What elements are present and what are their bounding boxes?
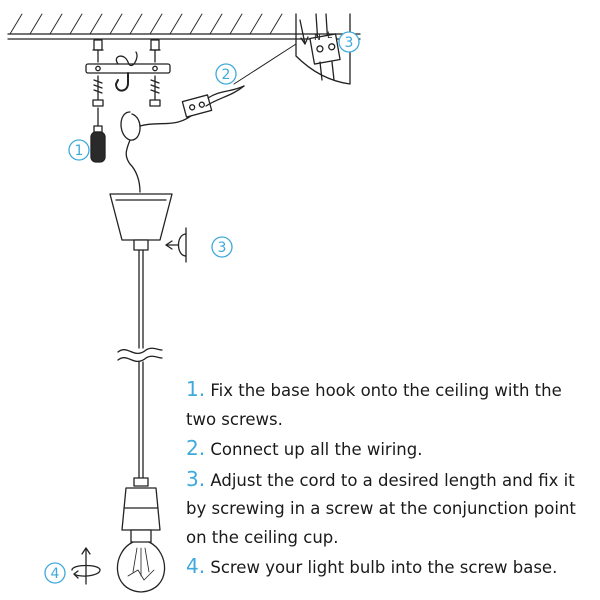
badge-cup-screw-label: 3: [218, 240, 227, 256]
cup-rotate-arrow-icon: [165, 227, 187, 263]
step-number: 1.: [186, 377, 206, 401]
step-number: 2.: [186, 436, 206, 460]
step-text: Adjust the cord to a desired length and …: [186, 470, 576, 547]
instruction-list: 1. Fix the base hook onto the ceiling wi…: [186, 375, 596, 583]
connector-detail-callout: [295, 13, 351, 85]
badge-wiring-label: 2: [222, 67, 231, 83]
ceiling: [7, 13, 361, 40]
step-text: Fix the base hook onto the ceiling with …: [186, 381, 562, 429]
step-number: 4.: [186, 554, 206, 578]
ceiling-cup: [109, 193, 173, 251]
wall-anchor-right: [149, 39, 161, 63]
badge-hook-screw-label: 1: [75, 143, 84, 159]
badge-connector: 3: [338, 31, 360, 53]
step-number: 3.: [186, 466, 206, 491]
badge-connector-label: 3: [345, 35, 354, 51]
instruction-step-2: 2. Connect up all the wiring.: [186, 434, 596, 465]
bulb-rotate-arrow-icon: [71, 547, 101, 585]
hanging-cord-loop: [120, 111, 197, 193]
wall-anchor-left: [92, 39, 104, 63]
step-text: Connect up all the wiring.: [210, 440, 423, 459]
screw-left: [92, 75, 104, 107]
badge-wiring: 2: [215, 63, 237, 85]
screw-right: [149, 75, 161, 107]
badge-hook-screw: 1: [68, 139, 90, 161]
pendant-cord: [117, 249, 163, 479]
badge-cup-screw: 3: [211, 236, 233, 258]
light-bulb: [116, 529, 166, 593]
terminal-live-label: L: [327, 31, 332, 41]
screwdriver: [90, 107, 106, 163]
detail-arrow-icon: [299, 19, 309, 45]
terminal-block: [181, 85, 245, 118]
instruction-step-1: 1. Fix the base hook onto the ceiling wi…: [186, 375, 596, 434]
ceiling-hook: [115, 72, 129, 92]
step-text: Screw your light bulb into the screw bas…: [210, 558, 558, 577]
detail-leader-line: [233, 43, 297, 85]
badge-bulb-label: 4: [51, 566, 60, 582]
lamp-socket: [121, 477, 161, 531]
terminal-neutral-label: N: [314, 33, 321, 43]
instruction-step-4: 4. Screw your light bulb into the screw …: [186, 552, 596, 583]
instruction-step-3: 3. Adjust the cord to a desired length a…: [186, 465, 596, 553]
badge-bulb: 4: [44, 562, 66, 584]
